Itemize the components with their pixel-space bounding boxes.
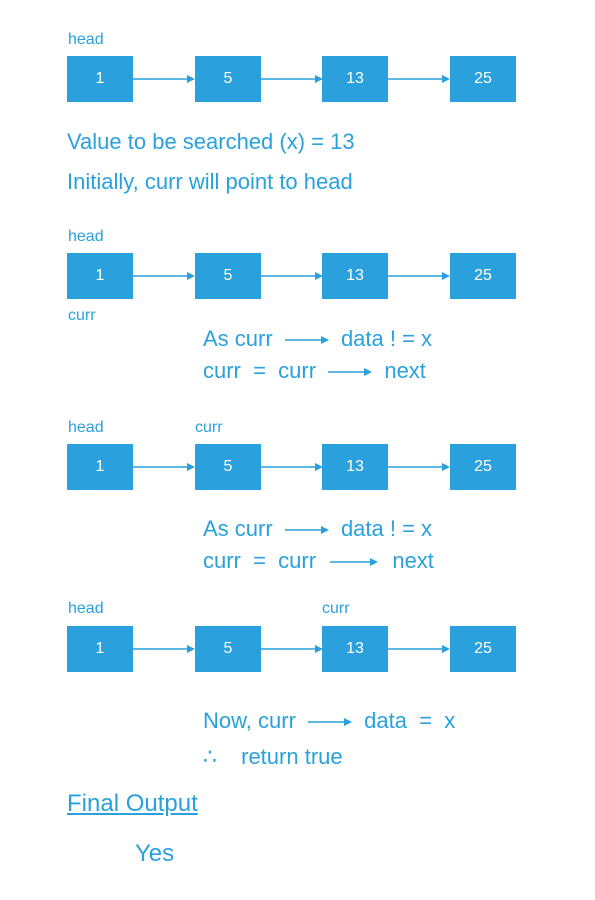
next-arrow — [261, 73, 323, 85]
next-arrow — [261, 643, 323, 655]
list-node: 5 — [195, 253, 261, 299]
list-node: 25 — [450, 444, 516, 490]
step1-line2: curr = curr next — [203, 358, 426, 384]
step1-line1-left: As curr — [203, 326, 273, 351]
next-arrow — [388, 270, 450, 282]
step2-line2: curr = curr next — [203, 548, 434, 574]
list-node: 1 — [67, 444, 133, 490]
list-node: 1 — [67, 56, 133, 102]
next-arrow — [133, 643, 195, 655]
step2-line2-right: next — [392, 548, 434, 573]
step2-line1-left: As curr — [203, 516, 273, 541]
final-output-heading: Final Output — [67, 790, 198, 817]
curr-label: curr — [322, 600, 350, 617]
therefore-symbol: ∴ — [203, 744, 217, 769]
next-arrow — [133, 270, 195, 282]
next-arrow — [133, 73, 195, 85]
next-arrow — [388, 461, 450, 473]
pointer-arrow-icon — [328, 368, 373, 377]
step3-line2: ∴ return true — [203, 744, 343, 770]
head-label: head — [68, 600, 104, 617]
step2-line2-left: curr = curr — [203, 548, 317, 573]
step1-line1: As curr data ! = x — [203, 326, 432, 352]
pointer-arrow-icon — [330, 558, 379, 567]
next-arrow — [261, 461, 323, 473]
list-node: 1 — [67, 626, 133, 672]
step3-line1: Now, curr data = x — [203, 708, 455, 734]
list-node: 1 — [67, 253, 133, 299]
step2-line1: As curr data ! = x — [203, 516, 432, 542]
list-node: 5 — [195, 626, 261, 672]
step1-line1-right: data ! = x — [340, 326, 433, 351]
step3-line1-right: data = x — [364, 708, 456, 733]
list-node: 13 — [322, 626, 388, 672]
list-node: 13 — [322, 444, 388, 490]
list-node: 25 — [450, 56, 516, 102]
list-node: 13 — [322, 253, 388, 299]
head-label: head — [68, 419, 104, 436]
list-node: 5 — [195, 56, 261, 102]
list-node: 25 — [450, 253, 516, 299]
list-node: 25 — [450, 626, 516, 672]
head-label: head — [68, 228, 104, 245]
initial-curr-text: Initially, curr will point to head — [67, 169, 353, 194]
return-true-text: return true — [241, 744, 343, 769]
next-arrow — [388, 73, 450, 85]
next-arrow — [261, 270, 323, 282]
value-to-search-text: Value to be searched (x) = 13 — [67, 129, 355, 154]
final-answer: Yes — [135, 840, 175, 867]
curr-label: curr — [68, 307, 96, 324]
curr-label: curr — [195, 419, 223, 436]
step2-line1-right: data ! = x — [340, 516, 433, 541]
pointer-arrow-icon — [284, 336, 329, 345]
pointer-arrow-icon — [284, 526, 329, 535]
pointer-arrow-icon — [308, 718, 353, 727]
next-arrow — [133, 461, 195, 473]
list-node: 13 — [322, 56, 388, 102]
head-label: head — [68, 31, 104, 48]
step1-line2-left: curr = curr — [203, 358, 317, 383]
step1-line2-right: next — [384, 358, 426, 383]
list-node: 5 — [195, 444, 261, 490]
next-arrow — [388, 643, 450, 655]
step3-line1-left: Now, curr — [203, 708, 296, 733]
